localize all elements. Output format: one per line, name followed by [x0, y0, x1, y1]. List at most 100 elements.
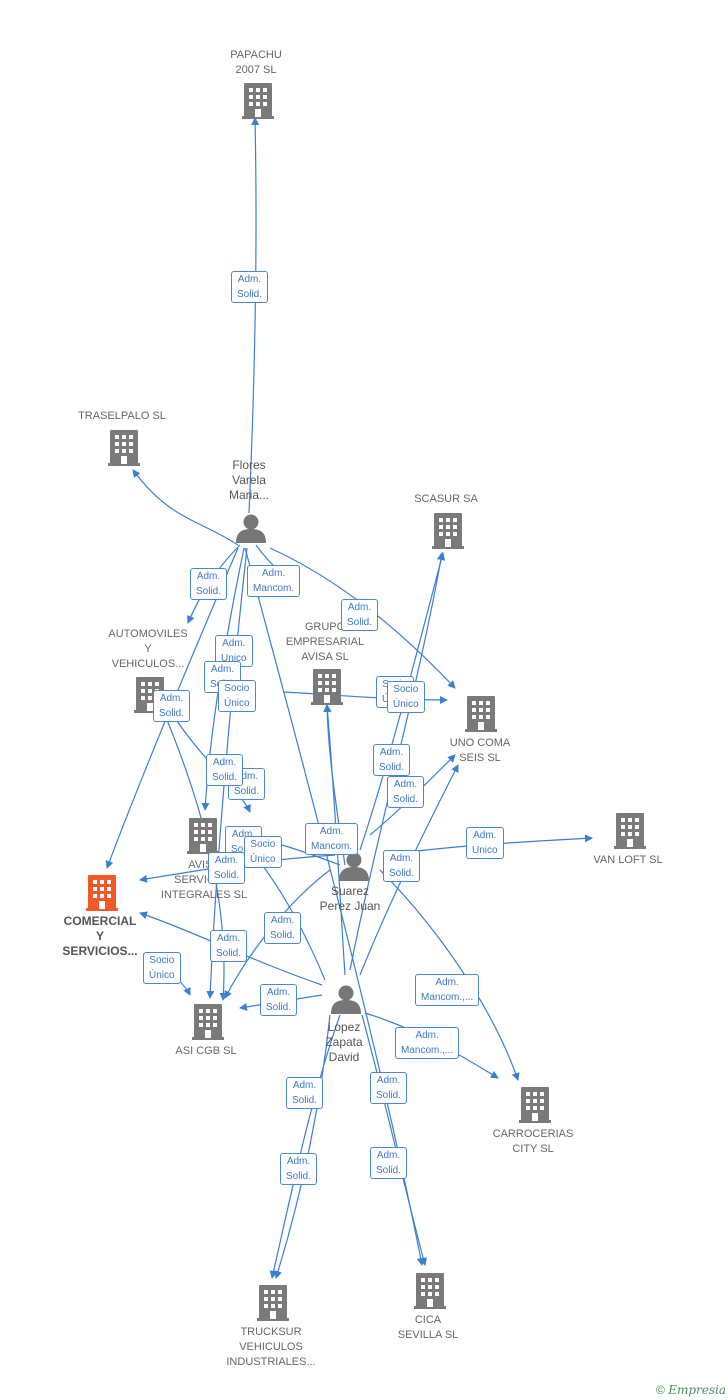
edge-flores-traselpalo: [132, 469, 239, 546]
relation-badge[interactable]: Adm.Unico: [466, 827, 504, 859]
cica-line-1: CICA: [414, 1314, 442, 1326]
edge-flores-uno-coma-2: [282, 691, 448, 704]
badge-line: Adm.: [231, 829, 256, 840]
trucksur-line-2: VEHICULOS: [239, 1341, 303, 1353]
flores-line-3: Maria...: [228, 488, 270, 502]
lopez-person-icon: [331, 985, 361, 1014]
badge-line: Adm.: [473, 830, 497, 841]
edge-suarez-carrocerias: [379, 869, 520, 1081]
badge-line: Adm.: [222, 638, 246, 649]
badge-line: Solid.: [214, 870, 240, 881]
relation-badge[interactable]: Adm. Solid.: [231, 271, 269, 303]
relation-badge[interactable]: Adm.Mancom.,...: [395, 1027, 460, 1059]
relation-badge[interactable]: Adm.Solid.: [280, 1153, 318, 1185]
company-label-van-loft[interactable]: VAN LOFT SL: [593, 853, 662, 868]
badge-line: Adm.: [286, 1156, 311, 1167]
automoviles-line-2: Y: [144, 643, 152, 655]
person-label-lopez[interactable]: Lopez Zapata David: [325, 1020, 362, 1065]
badge-line: Único: [224, 698, 250, 709]
relation-badge[interactable]: Adm.Mancom.,...: [415, 974, 480, 1006]
badge-line: Solid.: [159, 708, 185, 719]
edge-flores-papachu: [248, 117, 260, 514]
suarez-line-1: Suarez: [330, 884, 370, 898]
company-label-scasur[interactable]: SCASUR SA: [414, 492, 478, 507]
badge-line: Solid.: [212, 772, 238, 783]
person-label-flores[interactable]: Flores Varela Maria...: [229, 458, 269, 503]
badge-line: Único: [149, 970, 175, 981]
badge-line: Mancom.: [311, 841, 353, 852]
badge-line: Adm.: [261, 568, 286, 579]
badge-line: Socio: [149, 955, 175, 966]
comercial-building-icon: [86, 875, 118, 911]
relation-badge[interactable]: Adm.Solid.: [370, 1147, 408, 1179]
relation-badge[interactable]: Adm.Solid.: [370, 1072, 408, 1104]
avisa-line-3: INTEGRALES SL: [160, 889, 248, 901]
relation-badge[interactable]: Adm.Solid.: [373, 744, 411, 776]
relation-badge[interactable]: Adm.Solid.: [153, 690, 191, 722]
scasur-building-icon: [432, 513, 464, 549]
brand-name: Empresia: [668, 1383, 726, 1397]
badge-line: Solid.: [292, 1095, 318, 1106]
company-label-traselpalo[interactable]: TRASELPALO SL: [78, 409, 166, 424]
relation-badge[interactable]: Adm.Solid.: [190, 568, 228, 600]
grupo-building-icon: [311, 669, 343, 705]
edge-lopez-cica: [361, 1014, 428, 1266]
uno-coma-building-icon: [465, 696, 497, 732]
badge-line: Solid.: [379, 762, 405, 773]
company-label-uno-coma[interactable]: UNO COMA SEIS SL: [450, 736, 511, 766]
automoviles-line-1: AUTOMOVILES: [108, 628, 188, 640]
badge-line: Adm.: [210, 664, 235, 675]
relation-badge[interactable]: Adm.Mancom.: [305, 823, 359, 855]
company-label-papachu[interactable]: PAPACHU 2007 SL: [230, 48, 282, 78]
lopez-line-1: Lopez: [327, 1020, 361, 1034]
badge-line: Adm.: [270, 915, 295, 926]
company-label-cica[interactable]: CICA SEVILLA SL: [398, 1313, 459, 1343]
relation-badge[interactable]: Adm.Solid.: [208, 852, 246, 884]
company-label-grupo[interactable]: GRUPO EMPRESARIAL AVISA SL: [286, 620, 364, 665]
badge-line: Solid.: [389, 868, 415, 879]
carrocerias-line-2: CITY SL: [512, 1143, 554, 1155]
relation-badge[interactable]: Adm.Solid.: [383, 850, 421, 882]
badge-line: Adm.: [266, 987, 291, 998]
relation-badge[interactable]: Adm.Mancom.: [247, 565, 301, 597]
relation-badge[interactable]: Adm.Solid.: [387, 776, 425, 808]
trucksur-line-1: TRUCKSUR: [240, 1326, 302, 1338]
company-label-trucksur[interactable]: TRUCKSUR VEHICULOS INDUSTRIALES...: [226, 1325, 315, 1370]
grupo-line-2: EMPRESARIAL: [285, 636, 365, 648]
relation-badge[interactable]: Adm. Solid.: [264, 912, 302, 944]
badge-line: Solid.: [237, 289, 263, 300]
badge-line: Socio: [393, 684, 419, 695]
relation-badge[interactable]: Adm.Solid.: [210, 930, 248, 962]
relation-badge[interactable]: Adm.Solid.: [260, 984, 298, 1016]
relation-badge[interactable]: Adm.Solid.: [206, 754, 244, 786]
badge-line: Adm.: [292, 1080, 317, 1091]
edge-lopez-trucksur: [269, 1014, 341, 1279]
person-label-suarez[interactable]: Suarez Perez Juan: [320, 884, 381, 914]
papachu-line-2: 2007 SL: [235, 64, 277, 76]
badge-line: Solid.: [347, 617, 373, 628]
footer-brand[interactable]: © Empresia: [656, 1383, 726, 1397]
relation-badge[interactable]: Adm. Solid.: [286, 1077, 324, 1109]
flores-line-2: Varela: [232, 473, 266, 487]
grupo-line-3: AVISA SL: [301, 651, 349, 663]
papachu-building-icon: [242, 83, 274, 119]
relation-badge[interactable]: Adm.Solid.: [341, 599, 379, 631]
badge-line: Adm.: [237, 274, 262, 285]
badge-line: Unico: [221, 653, 247, 664]
company-label-automoviles[interactable]: AUTOMOVILES Y VEHICULOS...: [108, 627, 187, 672]
badge-line: Solid.: [270, 930, 296, 941]
carrocerias-building-icon: [519, 1087, 551, 1123]
badge-line: Adm.: [376, 1150, 401, 1161]
asi-cgb-building-icon: [192, 1004, 224, 1040]
company-label-asi-cgb[interactable]: ASI CGB SL: [175, 1044, 236, 1059]
company-label-carrocerias[interactable]: CARROCERIAS CITY SL: [493, 1127, 574, 1157]
company-label-comercial[interactable]: COMERCIAL Y SERVICIOS...: [62, 914, 137, 959]
comercial-line-2: Y: [95, 929, 105, 943]
trucksur-building-icon: [257, 1285, 289, 1321]
copyright-icon: ©: [656, 1383, 665, 1397]
badge-line: Solid.: [196, 586, 222, 597]
